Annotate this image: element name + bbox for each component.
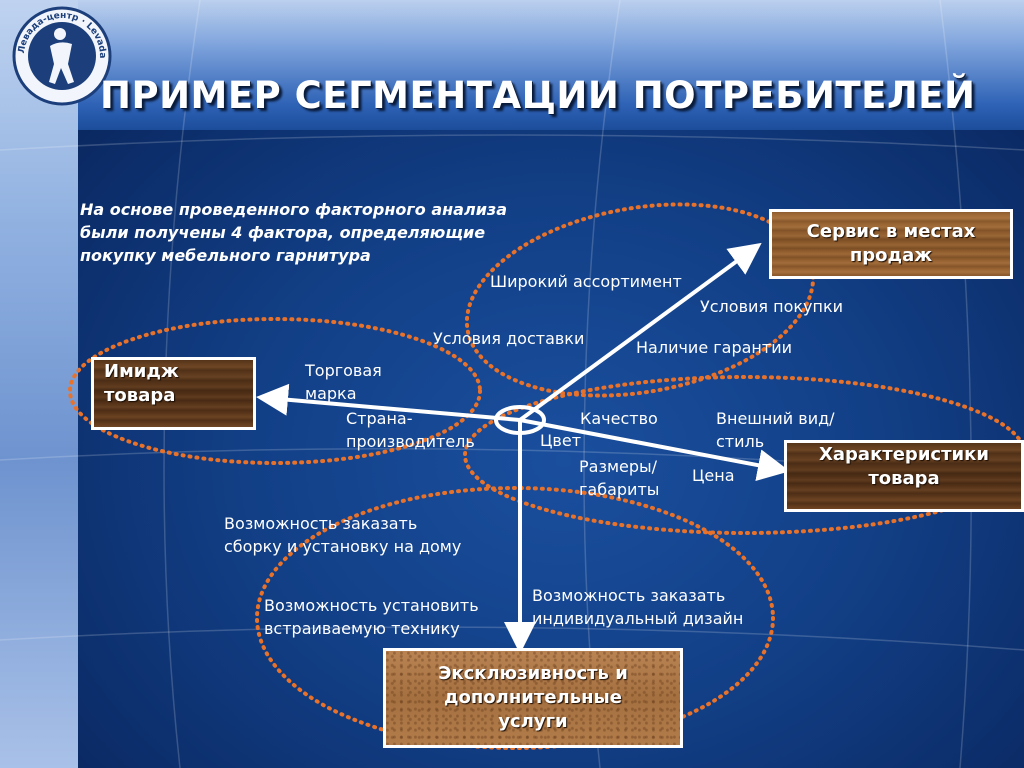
label-price: Цена xyxy=(692,466,735,485)
label-country-line-1: Страна- xyxy=(346,409,413,428)
arrow-to-image xyxy=(256,383,521,422)
label-quality: Качество xyxy=(580,409,658,428)
label-design: Возможность заказать индивидуальный диза… xyxy=(532,584,743,630)
label-color: Цвет xyxy=(540,431,582,450)
intro-text: На основе проведенного факторного анализ… xyxy=(80,200,507,265)
label-brand-line-1: Торговая xyxy=(305,361,382,380)
label-warranty: Наличие гарантии xyxy=(636,338,792,357)
label-brand: Торговая марка xyxy=(305,359,382,405)
label-purchase-terms: Условия покупки xyxy=(700,297,844,316)
arrow-to-service xyxy=(518,242,762,422)
arrow-to-characteristics xyxy=(519,418,790,481)
label-builtin: Возможность установить встраиваемую техн… xyxy=(264,594,479,640)
page-title: ПРИМЕР СЕГМЕНТАЦИИ ПОТРЕБИТЕЛЕЙ xyxy=(100,74,976,117)
label-appearance-line-1: Внешний вид/ xyxy=(716,409,835,428)
box-image-line-2: товара xyxy=(104,385,176,406)
label-brand-line-2: марка xyxy=(305,384,357,403)
label-assembly: Возможность заказать сборку и установку … xyxy=(224,512,461,558)
box-characteristics-line-2: товара xyxy=(868,468,940,489)
box-exclusive: Эксклюзивность и дополнительные услуги xyxy=(383,648,683,748)
label-delivery-terms: Условия доставки xyxy=(433,329,585,348)
box-image-line-1: Имидж xyxy=(104,361,179,382)
box-service: Сервис в местах продаж xyxy=(769,209,1013,279)
box-characteristics: Характеристики товара xyxy=(784,440,1024,512)
box-exclusive-line-1: Эксклюзивность и xyxy=(438,663,628,684)
label-builtin-line-2: встраиваемую технику xyxy=(264,619,460,638)
label-country-line-2: производитель xyxy=(346,432,475,451)
levada-center-logo: Левада-центр · Levada-center xyxy=(10,4,112,106)
label-sizes: Размеры/ габариты xyxy=(579,455,659,501)
box-exclusive-line-2: дополнительные xyxy=(443,687,623,708)
label-wide-assortment: Широкий ассортимент xyxy=(490,272,682,291)
label-sizes-line-2: габариты xyxy=(579,480,660,499)
label-appearance: Внешний вид/ стиль xyxy=(716,407,835,453)
box-service-line-1: Сервис в местах xyxy=(806,221,976,242)
label-assembly-line-1: Возможность заказать xyxy=(224,514,418,533)
box-service-line-2: продаж xyxy=(849,245,933,266)
label-assembly-line-2: сборку и установку на дому xyxy=(224,537,462,556)
ellipse-exclusive xyxy=(255,486,775,750)
ellipse-characteristics xyxy=(463,375,1024,535)
label-sizes-line-1: Размеры/ xyxy=(579,457,658,476)
label-design-line-2: индивидуальный дизайн xyxy=(532,609,744,628)
box-exclusive-line-3: услуги xyxy=(498,711,568,732)
ellipse-image xyxy=(68,317,482,465)
label-country: Страна- производитель xyxy=(346,407,475,453)
label-appearance-line-2: стиль xyxy=(716,432,765,451)
label-design-line-1: Возможность заказать xyxy=(532,586,726,605)
header-band xyxy=(0,0,1024,130)
human-figure-logo xyxy=(49,28,74,84)
box-characteristics-line-1: Характеристики xyxy=(819,444,989,465)
box-image: Имидж товара xyxy=(91,357,256,430)
center-hub xyxy=(494,405,546,435)
label-builtin-line-1: Возможность установить xyxy=(264,596,479,615)
left-decorative-panel xyxy=(0,0,78,768)
